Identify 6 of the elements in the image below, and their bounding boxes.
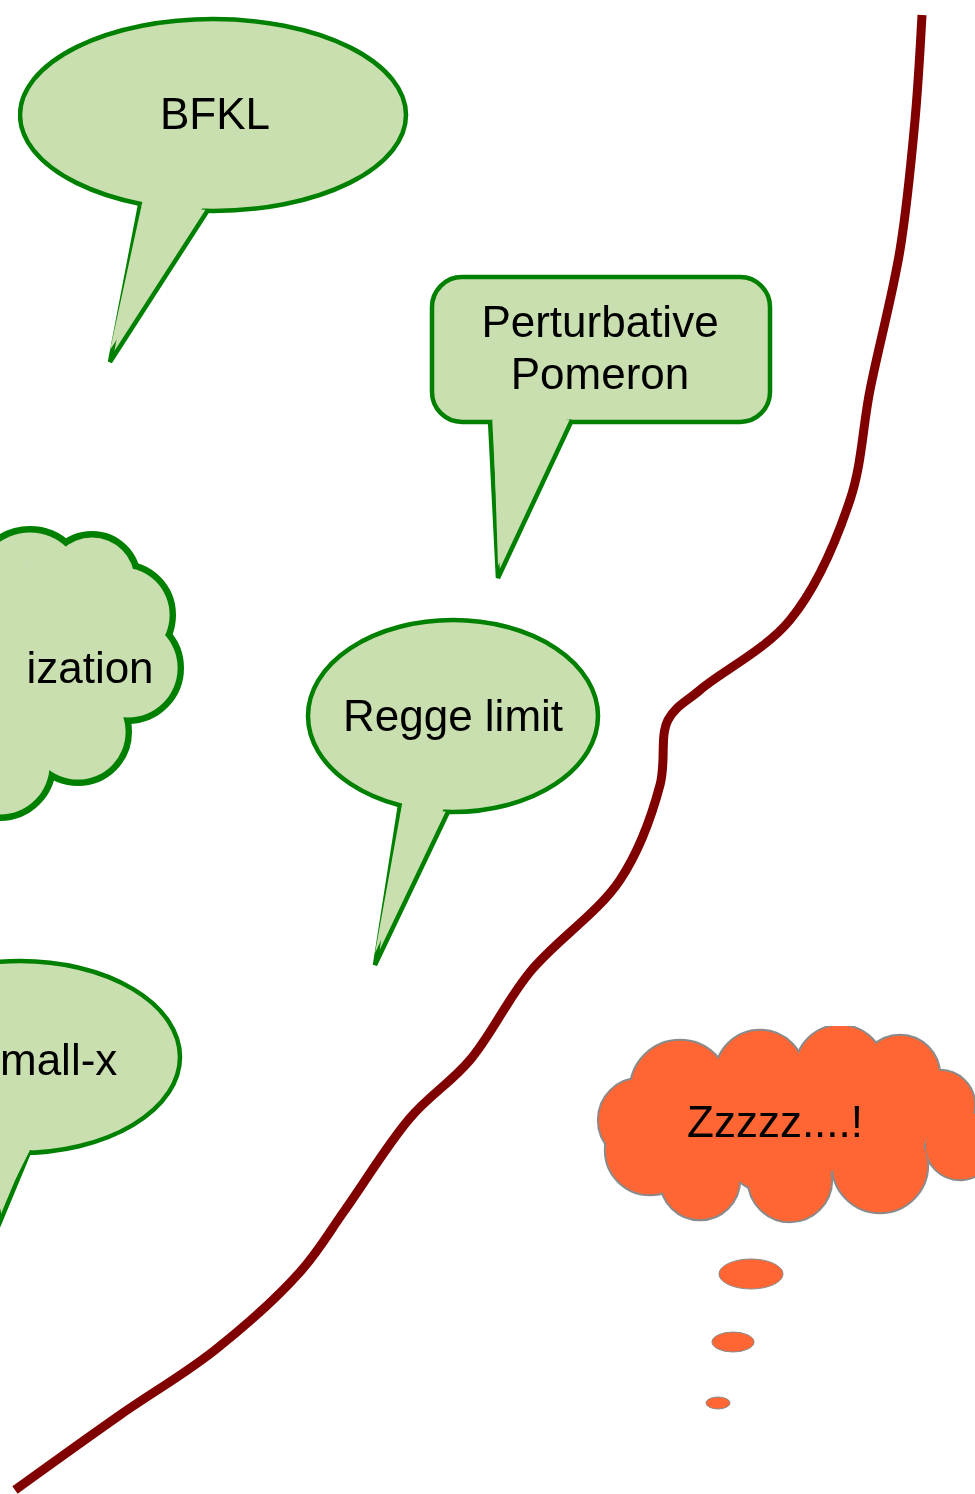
bubble-text: BFKL	[158, 88, 271, 140]
bubble-text: ization	[25, 642, 155, 694]
bubble-text: Regge limit	[341, 690, 565, 742]
bubble-text: mall-x	[0, 1034, 119, 1086]
bubble-text: Zzzzz....!	[686, 1096, 864, 1148]
bubble-text: Perturbative Pomeron	[480, 296, 720, 400]
